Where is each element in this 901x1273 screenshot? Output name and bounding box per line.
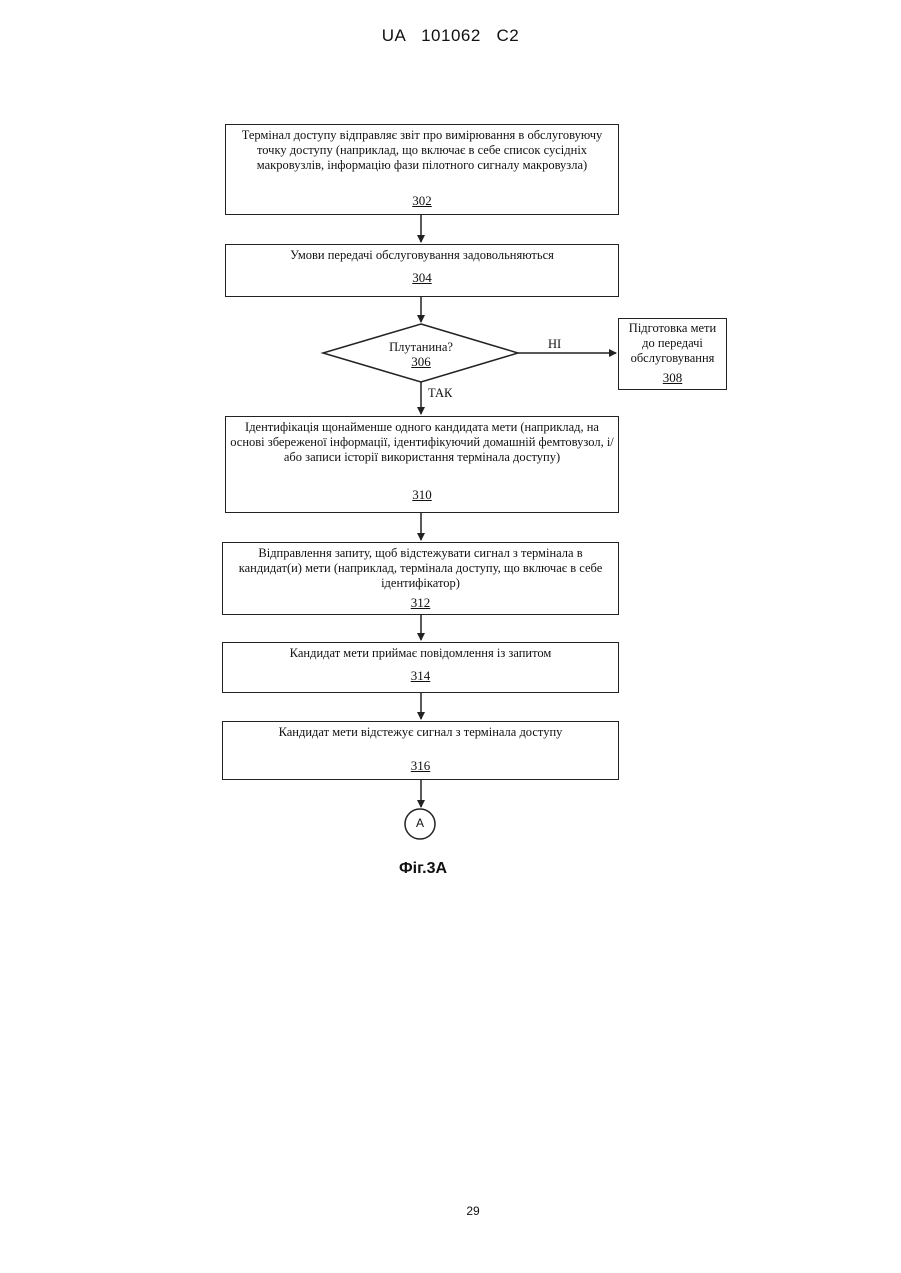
yes-branch-label: ТАК <box>428 386 452 401</box>
figure-caption: Фіг.3А <box>0 860 846 878</box>
step-312-number: 312 <box>223 595 618 610</box>
step-308-box: Підготовка мети до передачі обслуговуван… <box>618 318 727 390</box>
step-308-number: 308 <box>619 370 726 385</box>
step-314-text: Кандидат мети приймає повідомлення із за… <box>227 646 614 661</box>
step-312-text: Відправлення запиту, щоб відстежувати си… <box>227 546 614 591</box>
step-310-box: Ідентифікація щонайменше одного кандидат… <box>225 416 619 513</box>
step-310-number: 310 <box>226 487 618 502</box>
step-316-box: Кандидат мети відстежує сигнал з терміна… <box>222 721 619 780</box>
step-308-text: Підготовка мети до передачі обслуговуван… <box>623 321 722 366</box>
connector-label: A <box>405 816 435 830</box>
step-304-number: 304 <box>226 270 618 285</box>
step-302-number: 302 <box>226 193 618 208</box>
step-316-text: Кандидат мети відстежує сигнал з терміна… <box>227 725 614 740</box>
step-310-text: Ідентифікація щонайменше одного кандидат… <box>230 420 614 465</box>
step-302-box: Термінал доступу відправляє звіт про вим… <box>225 124 619 215</box>
step-314-number: 314 <box>223 668 618 683</box>
page-number: 29 <box>0 1204 901 1218</box>
step-304-text: Умови передачі обслуговування задовольня… <box>230 248 614 263</box>
step-306-text: Плутанина? <box>361 340 481 355</box>
no-branch-label: НІ <box>548 337 561 352</box>
step-302-text: Термінал доступу відправляє звіт про вим… <box>230 128 614 173</box>
step-306-number: 306 <box>361 354 481 370</box>
step-316-number: 316 <box>223 758 618 773</box>
step-314-box: Кандидат мети приймає повідомлення із за… <box>222 642 619 693</box>
step-304-box: Умови передачі обслуговування задовольня… <box>225 244 619 297</box>
step-312-box: Відправлення запиту, щоб відстежувати си… <box>222 542 619 615</box>
